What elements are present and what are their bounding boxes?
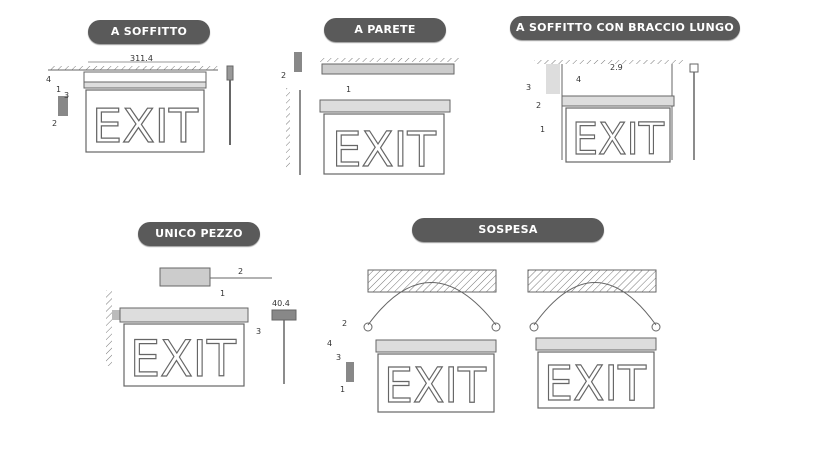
svg-text:3: 3: [526, 83, 531, 92]
svg-text:1: 1: [540, 125, 545, 134]
svg-text:1: 1: [346, 85, 351, 94]
svg-text:2: 2: [238, 267, 243, 276]
svg-text:3: 3: [256, 327, 261, 336]
title-a-soffitto-braccio-lungo: A SOFFITTO CON BRACCIO LUNGO: [510, 16, 740, 40]
svg-text:2: 2: [536, 101, 541, 110]
svg-text:2.9: 2.9: [610, 63, 623, 72]
svg-text:1: 1: [56, 85, 61, 94]
svg-text:40.4: 40.4: [272, 299, 290, 308]
svg-text:2: 2: [342, 319, 347, 328]
diagram-unico-pezzo: 2 1 EXIT 40.4 3: [106, 267, 297, 389]
svg-text:4: 4: [46, 75, 51, 84]
svg-text:EXIT: EXIT: [384, 358, 487, 414]
diagram-a-soffitto: 311.4 EXIT 4 1 3 2: [46, 54, 234, 154]
svg-text:4: 4: [576, 75, 581, 84]
svg-text:4: 4: [327, 339, 332, 348]
svg-text:EXIT: EXIT: [332, 122, 437, 178]
svg-text:1: 1: [220, 289, 225, 298]
title-sospesa: SOSPESA: [412, 218, 604, 242]
title-a-parete: A PARETE: [324, 18, 446, 42]
title-a-soffitto: A SOFFITTO: [88, 20, 210, 44]
svg-text:2: 2: [281, 71, 286, 80]
diagram-braccio-lungo: 2.9 EXIT 3 4 2 1: [526, 60, 699, 166]
svg-text:EXIT: EXIT: [572, 114, 664, 165]
svg-text:EXIT: EXIT: [92, 99, 199, 153]
diagram-sospesa: EXIT EXIT 2 4 3 1: [327, 269, 661, 415]
svg-text:3: 3: [64, 91, 69, 100]
dimension-label: 311.4: [130, 54, 153, 63]
svg-text:2: 2: [52, 119, 57, 128]
svg-text:3: 3: [336, 353, 341, 362]
diagram-a-parete: 1 2 EXIT: [281, 52, 460, 179]
svg-text:EXIT: EXIT: [544, 356, 647, 412]
svg-text:EXIT: EXIT: [130, 330, 236, 388]
svg-text:1: 1: [340, 385, 345, 394]
title-unico-pezzo: UNICO PEZZO: [138, 222, 260, 246]
